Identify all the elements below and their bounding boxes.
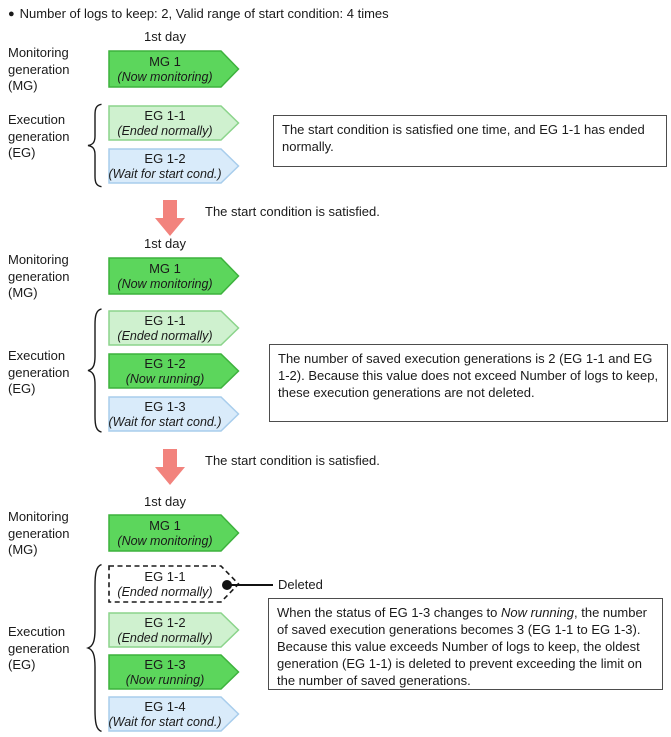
mg-label-line: Monitoring xyxy=(8,509,69,524)
eg-label-line: generation xyxy=(8,128,70,144)
eg-side-label: Execution generation (EG) xyxy=(8,348,69,398)
eg-side-label: Execution generation (EG) xyxy=(8,624,69,674)
divider-caption: The start condition is satisfied. xyxy=(205,453,380,468)
generation-title: MG 1 xyxy=(149,518,181,533)
deleted-callout-line xyxy=(231,584,273,586)
eg-label-line: generation xyxy=(8,640,70,656)
generation-status: (Now monitoring) xyxy=(117,534,213,548)
down-arrow-icon xyxy=(155,200,185,236)
eg-label-line: Execution xyxy=(8,348,66,363)
mg-generation-arrow: MG 1 (Now monitoring) xyxy=(108,50,240,88)
day-label: 1st day xyxy=(144,236,186,251)
mg-generation-arrow: MG 1 (Now monitoring) xyxy=(108,257,240,295)
day-label: 1st day xyxy=(144,29,186,44)
header-note: ● Number of logs to keep: 2, Valid range … xyxy=(8,6,389,21)
bullet-icon: ● xyxy=(8,8,15,20)
generation-status: (Now monitoring) xyxy=(117,277,213,291)
divider-caption: The start condition is satisfied. xyxy=(205,204,380,219)
generation-title: EG 1-3 xyxy=(144,399,186,414)
eg-label-line: (EG) xyxy=(8,657,36,672)
eg-generation-arrow: EG 1-2 (Ended normally) xyxy=(108,612,240,648)
generation-status: (Wait for start cond.) xyxy=(108,715,222,729)
generation-status: (Wait for start cond.) xyxy=(108,415,222,429)
generation-title: EG 1-4 xyxy=(144,699,186,714)
mg-label-line: (MG) xyxy=(8,542,38,557)
deleted-label: Deleted xyxy=(278,577,323,592)
curly-brace xyxy=(86,307,103,434)
mg-label-line: generation xyxy=(8,61,70,77)
generation-status: (Ended normally) xyxy=(117,585,213,599)
deleted-callout-dot xyxy=(222,580,232,590)
generation-status: (Ended normally) xyxy=(117,124,213,138)
generation-status: (Now running) xyxy=(125,372,205,386)
generation-title: EG 1-1 xyxy=(144,108,186,123)
note-text: , the number of saved execution generati… xyxy=(277,605,648,688)
generation-status: (Now monitoring) xyxy=(117,70,213,84)
mg-side-label: Monitoring generation (MG) xyxy=(8,252,69,302)
down-arrow-icon xyxy=(155,449,185,485)
arrow-shape xyxy=(108,50,240,88)
generation-status: (Now running) xyxy=(125,673,205,687)
eg-label-line: (EG) xyxy=(8,381,36,396)
day-label: 1st day xyxy=(144,494,186,509)
eg-generation-arrow: EG 1-2 (Now running) xyxy=(108,353,240,389)
mg-label-line: Monitoring xyxy=(8,45,69,60)
note-text: When the status of EG 1-3 changes to xyxy=(277,605,502,620)
generation-title: EG 1-2 xyxy=(144,151,186,166)
generation-title: EG 1-1 xyxy=(144,313,186,328)
eg-generation-arrow: EG 1-1 (Ended normally) xyxy=(108,310,240,346)
generation-status: (Wait for start cond.) xyxy=(108,167,222,181)
eg-generation-arrow-deleted: EG 1-1 (Ended normally) xyxy=(108,565,240,603)
eg-label-line: generation xyxy=(8,364,70,380)
header-note-text: Number of logs to keep: 2, Valid range o… xyxy=(19,6,389,21)
note-text: The start condition is satisfied one tim… xyxy=(282,122,645,154)
eg-generation-arrow: EG 1-3 (Wait for start cond.) xyxy=(108,396,240,432)
eg-generation-arrow: EG 1-3 (Now running) xyxy=(108,654,240,690)
eg-side-label: Execution generation (EG) xyxy=(8,112,69,162)
generation-title: MG 1 xyxy=(149,261,181,276)
eg-generation-arrow: EG 1-1 (Ended normally) xyxy=(108,105,240,141)
mg-label-line: generation xyxy=(8,268,70,284)
generation-title: EG 1-2 xyxy=(144,356,186,371)
mg-label-line: Monitoring xyxy=(8,252,69,267)
note-box: The number of saved execution generation… xyxy=(269,344,668,422)
note-box: When the status of EG 1-3 changes to Now… xyxy=(268,598,663,690)
mg-side-label: Monitoring generation (MG) xyxy=(8,45,69,95)
eg-generation-arrow: EG 1-2 (Wait for start cond.) xyxy=(108,148,240,184)
eg-label-line: (EG) xyxy=(8,145,36,160)
eg-label-line: Execution xyxy=(8,624,66,639)
generation-status: (Ended normally) xyxy=(117,329,213,343)
curly-brace xyxy=(86,103,103,188)
generation-title: EG 1-3 xyxy=(144,657,186,672)
eg-label-line: Execution xyxy=(8,112,66,127)
generation-status: (Ended normally) xyxy=(117,631,213,645)
mg-side-label: Monitoring generation (MG) xyxy=(8,509,69,559)
generation-title: EG 1-2 xyxy=(144,615,186,630)
note-box: The start condition is satisfied one tim… xyxy=(273,115,667,167)
generation-title: EG 1-1 xyxy=(144,569,186,584)
note-text-italic: Now running xyxy=(501,605,575,620)
curly-brace xyxy=(86,562,103,734)
eg-generation-arrow: EG 1-4 (Wait for start cond.) xyxy=(108,696,240,732)
mg-label-line: (MG) xyxy=(8,285,38,300)
mg-label-line: (MG) xyxy=(8,78,38,93)
generation-title: MG 1 xyxy=(149,54,181,69)
mg-generation-arrow: MG 1 (Now monitoring) xyxy=(108,514,240,552)
mg-label-line: generation xyxy=(8,525,70,541)
note-text: The number of saved execution generation… xyxy=(278,351,659,400)
